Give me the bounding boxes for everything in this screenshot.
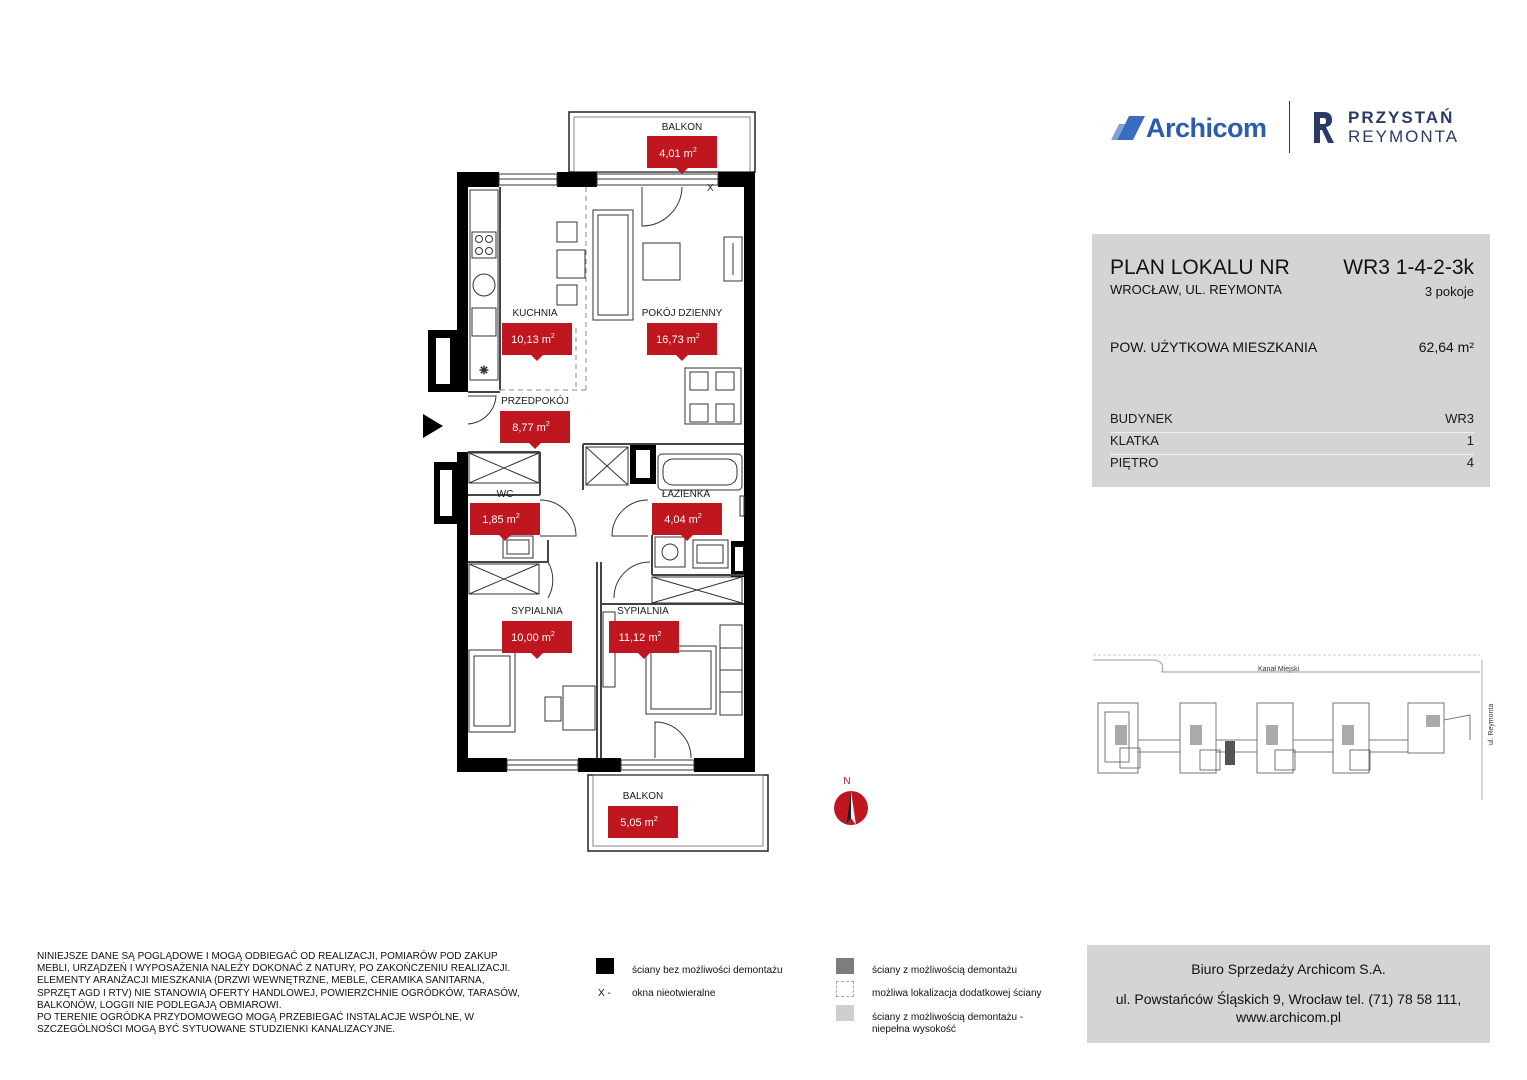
room-lazienka: ŁAZIENKA 4,04 m2 <box>652 489 722 541</box>
address: WROCŁAW, UL. REYMONTA <box>1110 282 1282 297</box>
room-name: SYPIALNIA <box>511 606 563 617</box>
room-area: 10,00 m2 <box>511 631 555 644</box>
legend-possible-wall-label: możliwa lokalizacja dodatkowej ściany <box>872 988 1042 999</box>
room-name: SYPIALNIA <box>617 606 669 617</box>
usable-area-value: 62,64 m² <box>1418 339 1474 355</box>
room-area: 4,04 m2 <box>664 513 702 526</box>
legend-window-mark: X - <box>598 988 611 999</box>
legend-partial-wall-swatch <box>836 1005 854 1021</box>
sales-office-address: ul. Powstańców Śląskich 9, Wrocław tel. … <box>1115 991 1462 1007</box>
stair-label: KLATKA <box>1110 433 1159 448</box>
room-balkon-top: BALKON 4,01 m2 <box>647 122 717 174</box>
legend-possible-wall-swatch <box>836 981 854 997</box>
plan-title: PLAN LOKALU NR <box>1110 256 1290 279</box>
windows <box>498 173 719 771</box>
street-label: ul. Reymonta <box>1488 704 1495 745</box>
usable-area-label: POW. UŻYTKOWA MIESZKANIA <box>1110 339 1318 355</box>
compass-icon: N <box>834 776 868 825</box>
entrance-arrow <box>423 414 443 438</box>
room-area: 8,77 m2 <box>512 421 550 434</box>
possible-walls <box>500 187 587 391</box>
project-logo: PRZYSTAŃ REYMONTA <box>1312 108 1459 146</box>
legend-partial-wall-label-2: niepełna wysokość <box>872 1024 956 1035</box>
bedroom-furniture <box>468 611 743 733</box>
legend-window-label: okna nieotwieralne <box>632 988 716 999</box>
floor-value: 4 <box>1466 455 1474 470</box>
legend-solid-wall-swatch <box>596 958 614 974</box>
logo-divider <box>1289 101 1290 153</box>
sales-office-name: Biuro Sprzedaży Archicom S.A. <box>1191 961 1386 977</box>
room-name: ŁAZIENKA <box>662 489 711 500</box>
building-row: BUDYNEK WR3 <box>1110 411 1474 433</box>
fixed-window-mark: X <box>707 183 714 194</box>
top-balcony <box>568 111 756 173</box>
legend-removable-wall-label: ściany z możliwością demontażu <box>872 965 1018 976</box>
disclaimer-line: PO TERENIE OGRÓDKA PRZYDOMOWEGO MOGĄ PRZ… <box>37 1012 474 1024</box>
floor-row: PIĘTRO 4 <box>1110 455 1474 476</box>
room-sypialnia-1: SYPIALNIA 10,00 m2 <box>502 606 572 659</box>
doors <box>467 186 692 759</box>
disclaimer: NINIEJSZE DANE SĄ POGLĄDOWE I MOGĄ ODBIE… <box>37 951 577 1036</box>
room-name: POKÓJ DZIENNY <box>642 306 723 319</box>
site-map: Kanał Miejski ul. Reymonta <box>1093 654 1495 800</box>
svg-text:N: N <box>843 776 850 787</box>
room-balkon-bottom: BALKON 5,05 m2 <box>608 791 678 838</box>
room-area: 1,85 m2 <box>482 513 520 526</box>
disclaimer-line: NINIEJSZE DANE SĄ POGLĄDOWE I MOGĄ ODBIE… <box>37 951 498 962</box>
living-furniture <box>592 209 743 425</box>
project-name-2: REYMONTA <box>1348 127 1460 146</box>
bottom-balcony <box>587 774 769 852</box>
legend-partial-wall-label-1: ściany z możliwością demontażu - <box>872 1012 1024 1023</box>
room-wc: WC 1,85 m2 <box>470 489 540 541</box>
room-przedpokoj: PRZEDPOKÓJ 8,77 m2 <box>500 394 570 449</box>
room-name: BALKON <box>662 122 703 133</box>
room-name: BALKON <box>623 791 664 802</box>
room-sypialnia-2: SYPIALNIA 11,12 m2 <box>609 606 679 659</box>
room-area: 10,13 m2 <box>511 333 555 346</box>
sales-office-website[interactable]: www.archicom.pl <box>1235 1009 1342 1025</box>
sales-office-box: Biuro Sprzedaży Archicom S.A. ul. Powsta… <box>1087 945 1490 1043</box>
outer-walls <box>428 172 755 772</box>
building-value: WR3 <box>1445 411 1474 426</box>
project-name-1: PRZYSTAŃ <box>1348 108 1455 127</box>
stair-row: KLATKA 1 <box>1110 433 1474 455</box>
wardrobes <box>468 446 743 604</box>
archicom-logo-icon <box>1111 116 1145 140</box>
room-name: KUCHNIA <box>512 308 557 319</box>
disclaimer-line: ELEMENTY ARANŻACJI MIESZKANIA (DRZWI WEW… <box>37 975 485 987</box>
room-name: WC <box>497 489 514 500</box>
unit-number: WR3 1-4-2-3k <box>1343 256 1474 279</box>
stair-value: 1 <box>1466 433 1474 448</box>
room-name: PRZEDPOKÓJ <box>501 394 569 407</box>
legend: ściany bez możliwości demontażu X - okna… <box>596 958 1066 1038</box>
rooms-count: 3 pokoje <box>1424 284 1474 299</box>
building-label: BUDYNEK <box>1110 411 1173 426</box>
room-area: 5,05 m2 <box>620 816 658 829</box>
company-name: Archicom <box>1146 112 1267 143</box>
legend-removable-wall-swatch <box>836 958 854 974</box>
fridge-icon: ✳ <box>479 364 488 377</box>
room-kuchnia: KUCHNIA 10,13 m2 <box>502 308 572 361</box>
kitchen-furniture: ✳ <box>469 189 586 381</box>
interior-walls <box>468 187 744 758</box>
room-pokoj-dzienny: POKÓJ DZIENNY 16,73 m2 <box>642 306 723 361</box>
archicom-logo: Archicom <box>1111 113 1267 143</box>
disclaimer-line: SZCZEGÓLNOŚCI MOGĄ BYĆ SYTUOWANE STUDZIE… <box>37 1024 396 1036</box>
canal-label: Kanał Miejski <box>1258 666 1300 673</box>
room-area: 16,73 m2 <box>656 333 700 346</box>
legend-solid-wall-label: ściany bez możliwości demontażu <box>632 965 783 976</box>
room-area: 4,01 m2 <box>659 147 697 160</box>
disclaimer-line: MEBLI, URZĄDZEŃ I WYPOSAŻENIA NALEŻY DOK… <box>37 963 511 975</box>
bathroom-fixtures <box>502 453 745 569</box>
disclaimer-line: SPRZĘT AGD I RTV) NIE STANOWIĄ OFERTY HA… <box>37 987 520 999</box>
project-logo-icon <box>1314 112 1334 143</box>
floor-label: PIĘTRO <box>1110 455 1159 470</box>
disclaimer-line: BALKONÓW, LOGGII NIE PODLEGAJĄ OBMIAROWI… <box>37 999 282 1011</box>
unit-info-panel: PLAN LOKALU NR WR3 1-4-2-3k WROCŁAW, UL.… <box>1092 234 1490 487</box>
room-area: 11,12 m2 <box>619 631 662 644</box>
